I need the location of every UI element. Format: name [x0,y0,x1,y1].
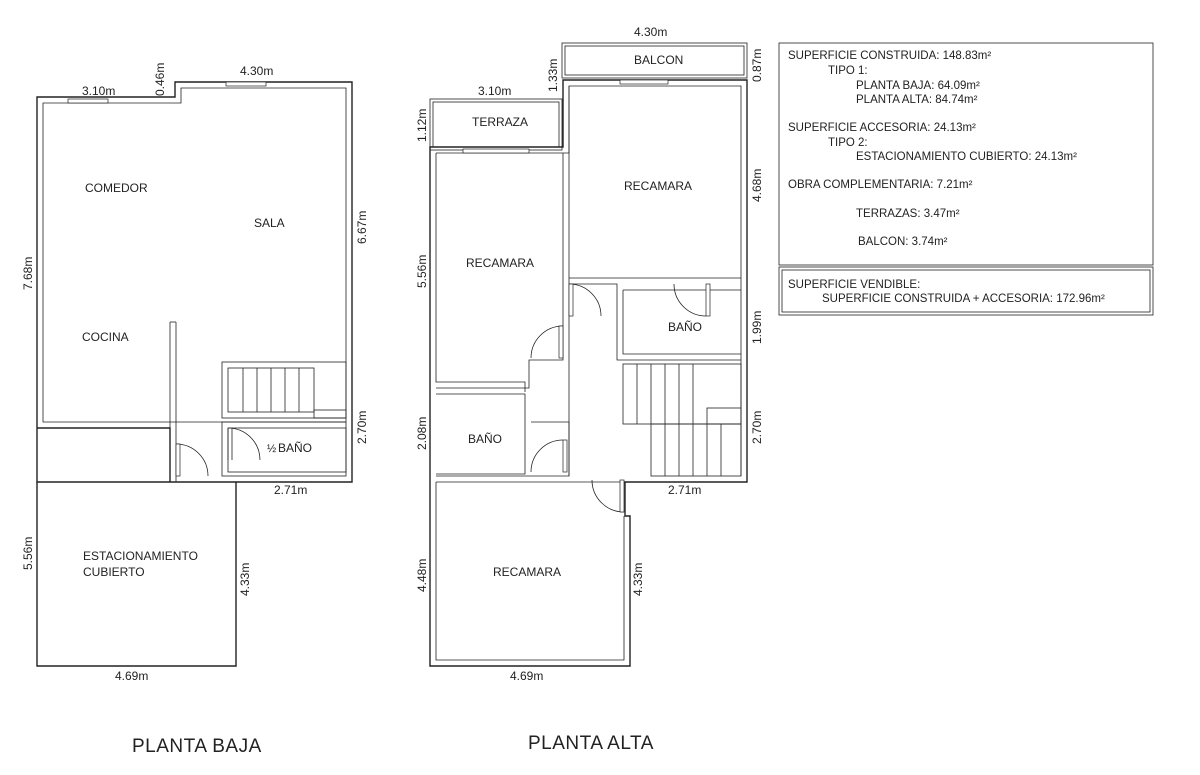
summary-construida: SUPERFICIE CONSTRUIDA: 148.83m² [788,50,991,62]
dimension-label: 2.70m [750,411,764,444]
summary-accesoria: SUPERFICIE ACCESORIA: 24.13m² [788,122,976,134]
dimension-label: 3.10m [82,84,115,98]
dimension-label: 2.71m [274,483,307,497]
area-summary-table [778,42,1154,316]
room-label-cubierto: CUBIERTO [83,565,145,579]
room-label-cocina: COCINA [82,330,129,344]
summary-balcon: BALCON: 3.74m² [858,236,948,248]
summary-tipo1: TIPO 1: [828,65,868,77]
room-label-balcon: BALCON [634,53,683,67]
summary-planta-baja: PLANTA BAJA: 64.09m² [856,80,980,92]
dimension-label: 4.69m [115,669,148,683]
door-swing [530,325,564,359]
planta-alta-outer-wall [429,79,748,667]
bano-left-walls [436,393,526,475]
door-swing [591,479,625,513]
dimension-label: 4.68m [750,169,764,202]
room-label-estacionamiento: ESTACIONAMIENTO [83,549,198,563]
stair [622,363,742,477]
room-label-sala: SALA [254,216,285,230]
summary-planta-alta: PLANTA ALTA: 84.74m² [856,94,978,106]
dimension-label: 1.12m [415,109,429,142]
summary-vendible-title: SUPERFICIE VENDIBLE: [788,279,920,291]
balcon-walls [561,42,748,79]
room-label-terraza: TERRAZA [472,115,528,129]
room-label-half-fraction: ½ [267,443,276,455]
door-swing [530,439,564,473]
dimension-label: 1.33m [546,59,560,92]
room-label-recamara-right: RECAMARA [624,179,692,193]
window [619,79,669,85]
window [462,148,530,154]
door-swing [568,283,602,317]
planta-alta-title: PLANTA ALTA [528,733,654,754]
dimension-label: 4.30m [240,64,273,78]
dimension-label: 4.48m [415,559,429,592]
dimension-label: 3.10m [478,84,511,98]
door-swing [673,283,707,317]
dimension-label: 7.68m [21,257,35,290]
summary-obra: OBRA COMPLEMENTARIA: 7.21m² [788,179,973,191]
room-label-medio-bano: BAÑO [278,441,312,455]
window [67,98,109,104]
dimension-label: 2.70m [355,411,369,444]
room-label-recamara-left: RECAMARA [466,256,534,270]
room-label-recamara-bottom: RECAMARA [493,565,561,579]
room-label-comedor: COMEDOR [85,181,148,195]
dimension-label: 2.08m [415,417,429,450]
dining-bottom-wall [37,427,171,482]
planta-baja-title: PLANTA BAJA [132,736,262,757]
dimension-label: 1.99m [750,311,764,344]
summary-estacionamiento: ESTACIONAMIENTO CUBIERTO: 24.13m² [856,151,1077,163]
summary-vendible-value: SUPERFICIE CONSTRUIDA + ACCESORIA: 172.9… [822,293,1105,305]
dimension-label: 4.33m [238,563,252,596]
dimension-label: 5.56m [21,537,35,570]
planta-alta-plan [429,42,748,667]
window [225,81,267,87]
dimension-label: 6.67m [355,211,369,244]
door-swing [175,443,209,477]
dimension-label: 4.33m [631,563,645,596]
summary-terrazas: TERRAZAS: 3.47m² [856,208,960,220]
room-label-bano-left: BAÑO [468,432,502,446]
dimension-label: 4.30m [634,25,667,39]
dimension-label: 0.87m [750,49,764,82]
door-swing [227,427,261,461]
summary-tipo2: TIPO 2: [828,137,868,149]
dimension-label: 0.46m [153,63,167,96]
dimension-label: 5.56m [415,255,429,288]
dimension-label: 2.71m [668,483,701,497]
dimension-label: 4.69m [510,669,543,683]
room-label-bano-right: BAÑO [668,320,702,334]
planta-baja-plan [36,81,353,667]
stair [221,361,347,419]
recamara-bottom-walls [435,481,625,661]
